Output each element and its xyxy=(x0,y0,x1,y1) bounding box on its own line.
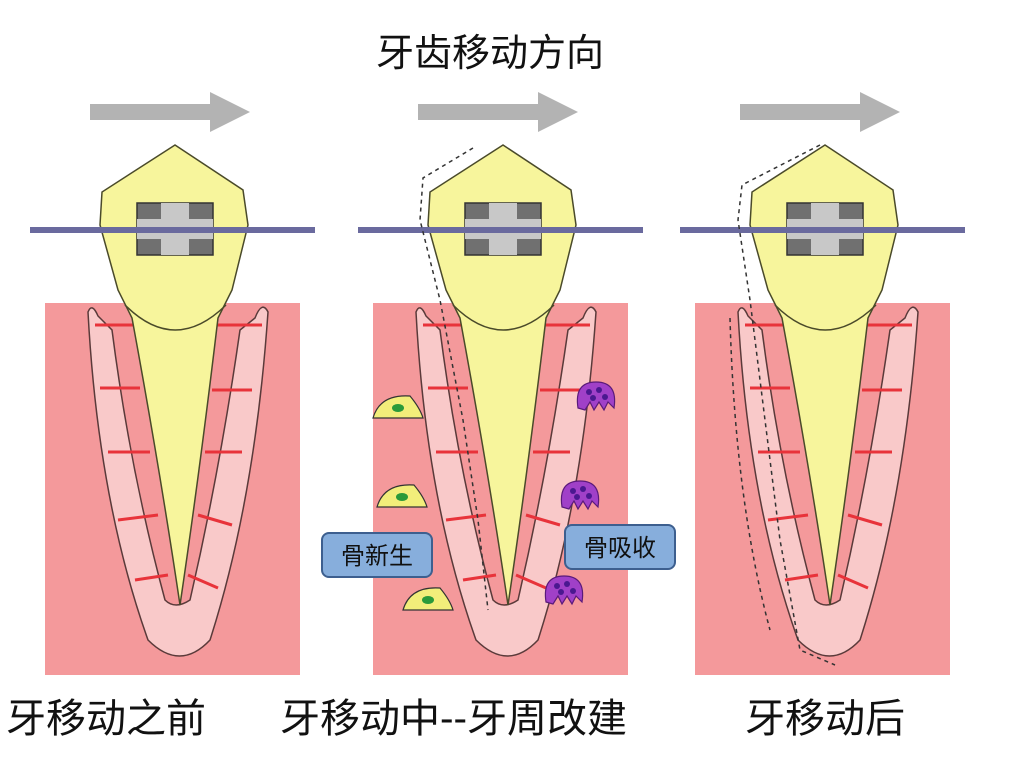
caption-after: 牙移动后 xyxy=(745,696,905,742)
panel-after xyxy=(680,92,965,675)
original-position-outline xyxy=(737,144,836,666)
panel-during xyxy=(358,92,643,675)
callout-bone-resorption: 骨吸收 xyxy=(564,524,676,570)
original-position-outline xyxy=(419,147,489,611)
caption-during: 牙移动中--牙周改建 xyxy=(280,696,628,742)
panel-before xyxy=(30,92,315,675)
diagram-title: 牙齿移动方向 xyxy=(375,31,604,75)
caption-before: 牙移动之前 xyxy=(6,696,206,742)
callout-bone-formation: 骨新生 xyxy=(321,532,433,578)
